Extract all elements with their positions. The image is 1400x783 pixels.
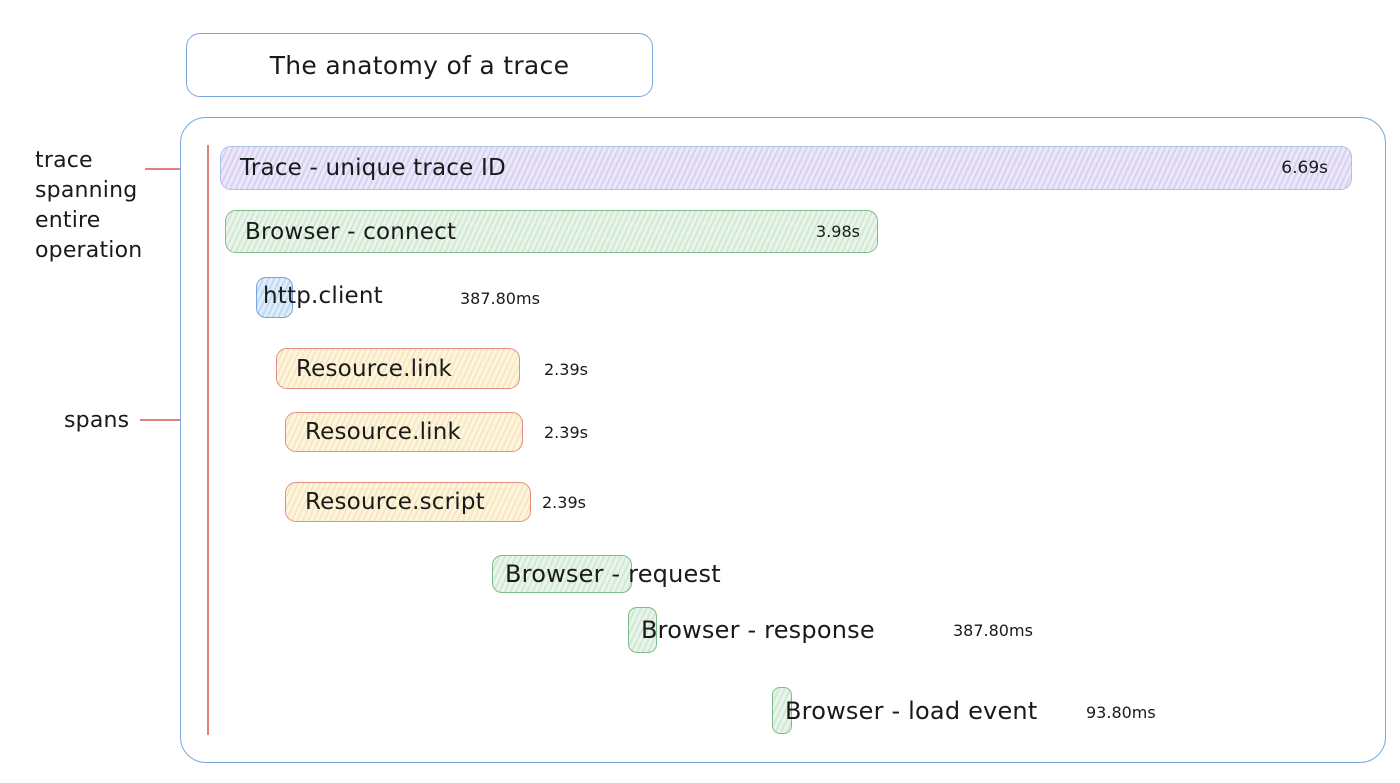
span-duration: 3.98s (816, 222, 860, 241)
span-duration: 387.80ms (460, 289, 540, 308)
span-duration: 93.80ms (1086, 703, 1156, 722)
span-duration: 6.69s (1281, 158, 1328, 178)
spans-spine-line (207, 145, 209, 735)
diagram-title: The anatomy of a trace (269, 50, 570, 80)
span-bar-http-client (256, 277, 293, 318)
span-bar-resource-link-1: Resource.link (276, 348, 520, 389)
span-bar-resource-script: Resource.script (285, 482, 531, 522)
spans-annotation-connector-line (140, 419, 208, 421)
spans-annotation: spans (64, 408, 130, 433)
span-duration: 387.80ms (953, 621, 1033, 640)
span-label: http.client (263, 283, 383, 309)
span-duration: 2.39s (544, 360, 588, 379)
span-label: Browser - connect (245, 218, 457, 245)
span-label: Resource.script (305, 489, 485, 515)
span-bar-browser-connect: Browser - connect 3.98s (225, 210, 878, 253)
title-box: The anatomy of a trace (186, 33, 653, 97)
trace-annotation-line: spanning (35, 178, 138, 203)
trace-annotation-line: entire (35, 208, 101, 233)
trace-annotation-line: operation (35, 238, 143, 263)
span-label: Browser - request (505, 560, 721, 588)
span-bar-resource-link-2: Resource.link (285, 412, 523, 452)
span-bar-browser-request (492, 555, 632, 593)
trace-annotation-connector-line (145, 168, 205, 170)
span-label: Trace - unique trace ID (240, 155, 506, 181)
trace-annotation: trace spanning entire operation (35, 146, 142, 266)
span-label: Browser - load event (785, 697, 1038, 725)
span-duration: 2.39s (544, 423, 588, 442)
span-bar-trace: Trace - unique trace ID 6.69s (220, 146, 1352, 190)
span-bar-browser-load-event (772, 687, 792, 734)
span-label: Resource.link (305, 419, 462, 445)
trace-annotation-line: trace (35, 148, 93, 173)
span-bar-browser-response (628, 607, 657, 653)
span-label: Resource.link (296, 355, 453, 382)
span-duration: 2.39s (542, 493, 586, 512)
span-label: Browser - response (641, 616, 875, 644)
